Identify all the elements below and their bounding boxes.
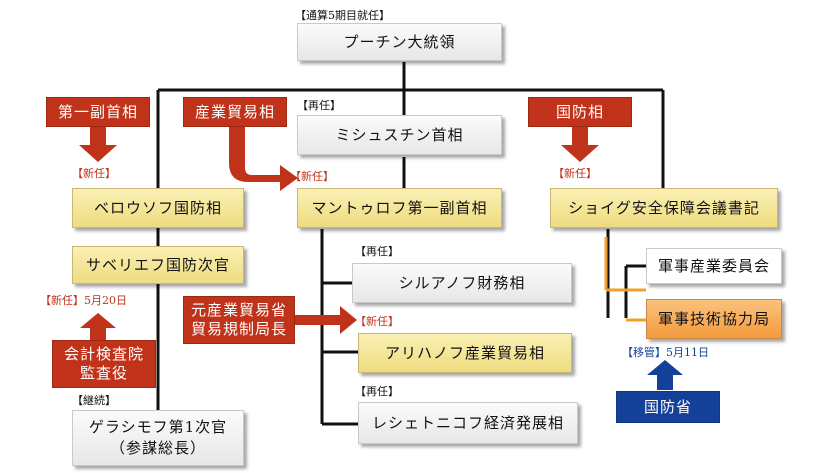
up-arrow-icon — [80, 313, 116, 340]
manturov-box: マントゥロフ第一副首相 — [297, 188, 502, 228]
manturov-new-note: 【新任】 — [290, 170, 334, 183]
deputy-defense-box: サベリエフ国防次官 — [72, 246, 244, 284]
shoigu-box: ショイグ安全保障会議書記 — [550, 188, 778, 228]
president-box: プーチン大統領 — [297, 23, 502, 61]
first-deputy-pm-source-box: 第一副首相 — [46, 97, 150, 127]
prime-minister-box: ミシュスチン首相 — [297, 115, 502, 155]
gerasimov-box: ゲラシモフ第1次官 （参謀総長） — [72, 410, 244, 466]
alikhanov-box: アリハノフ産業貿易相 — [358, 333, 572, 373]
alikhanov-new-note: 【新任】 — [355, 315, 399, 328]
siluanov-box: シルアノフ財務相 — [352, 263, 572, 303]
military-industrial-commission-box: 軍事産業委員会 — [646, 248, 782, 284]
belousov-box: ベロウソフ国防相 — [72, 188, 244, 228]
military-technical-cooperation-box: 軍事技術協力局 — [646, 299, 782, 339]
pm-reappointed-note: 【再任】 — [297, 99, 341, 112]
deputy-defense-new-note: 【新任】5月20日 — [40, 294, 127, 307]
shoigu-new-note: 【新任】 — [553, 167, 597, 180]
transfer-note: 【移管】5月11日 — [622, 346, 709, 359]
right-arrow-icon — [295, 306, 357, 334]
reshetnikov-box: レシェトニコフ経済発展相 — [358, 402, 578, 444]
reshetnikov-note: 【再任】 — [355, 385, 399, 398]
down-arrow-icon — [79, 127, 117, 162]
belousov-new-note: 【新任】 — [72, 167, 116, 180]
ministry-of-defense-source-box: 国防省 — [616, 391, 720, 423]
term-note: 【通算5期目就任】 — [295, 9, 390, 22]
audit-chamber-source-box: 会計検査院 監査役 — [52, 340, 156, 388]
defense-minister-source-box: 国防相 — [528, 97, 632, 127]
gerasimov-continued-note: 【継続】 — [72, 394, 116, 407]
siluanov-note: 【再任】 — [355, 245, 399, 258]
up-arrow-icon — [647, 360, 683, 390]
former-official-source-box: 元産業貿易省 貿易規制局長 — [183, 296, 295, 344]
elbow-arrow-icon — [229, 127, 298, 191]
down-arrow-icon — [561, 127, 599, 162]
industry-trade-minister-source-box: 産業貿易相 — [183, 97, 287, 127]
